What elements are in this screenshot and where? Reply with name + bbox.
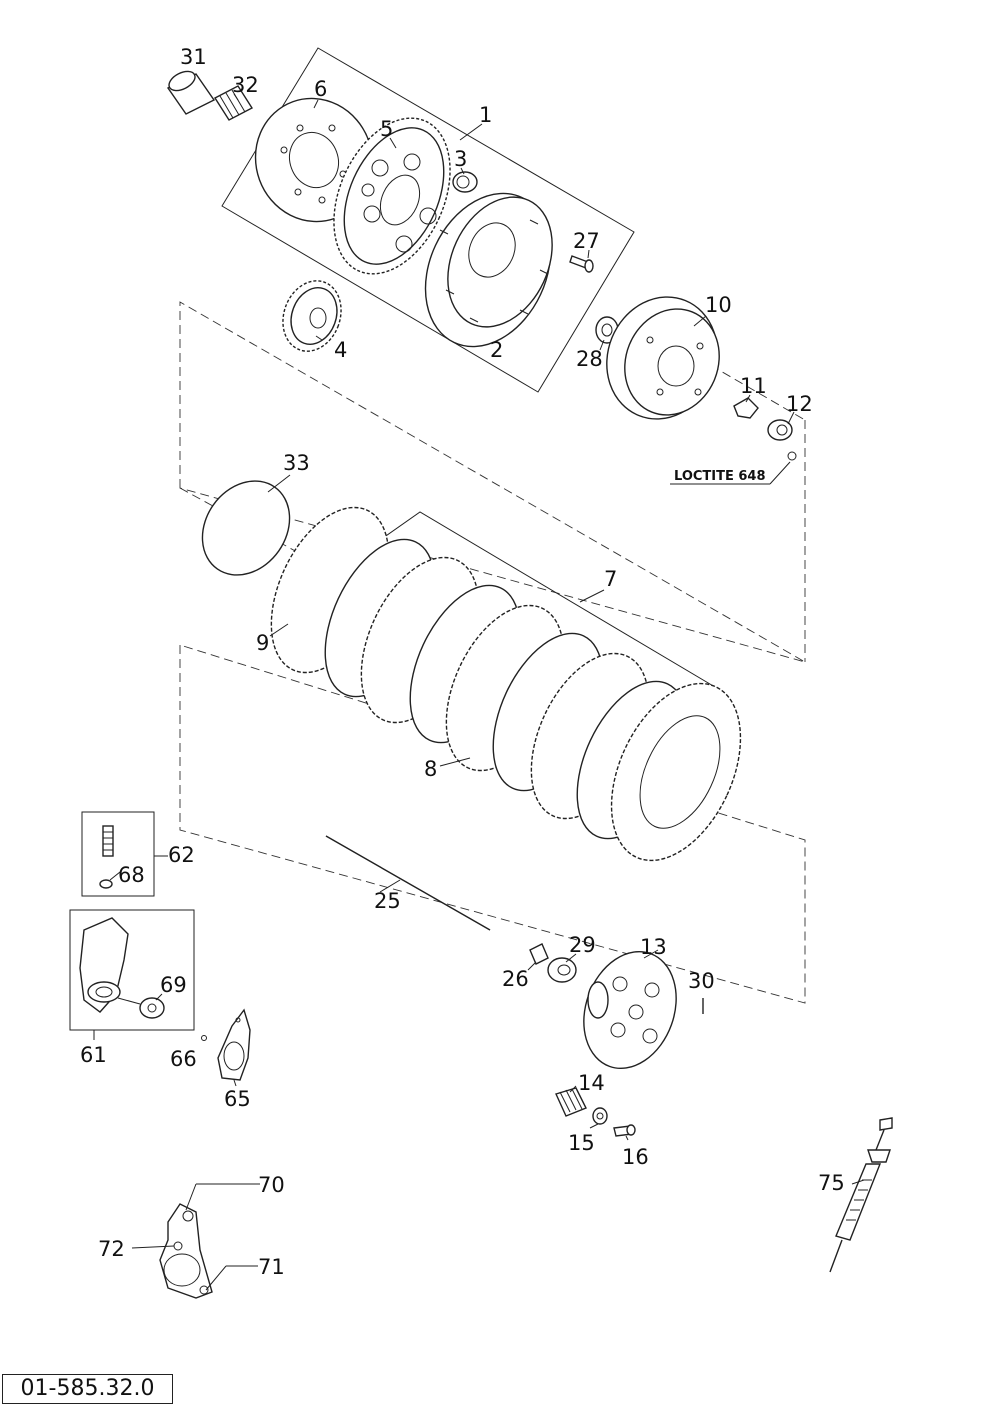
clutch-plate-stack (270, 506, 742, 862)
needle-bearing-32 (213, 85, 254, 121)
gasket-65 (217, 1008, 251, 1081)
inner-hub-10 (606, 296, 720, 420)
screw-16 (613, 1124, 636, 1137)
callout-4: 4 (334, 338, 347, 362)
callout-2: 2 (490, 338, 503, 362)
assembly-frame-lower (179, 644, 806, 1004)
piston-69 (139, 997, 165, 1019)
callout-12: 12 (786, 392, 813, 416)
nut-12 (767, 419, 797, 461)
callout-8: 8 (424, 757, 437, 781)
callout-28: 28 (576, 347, 603, 371)
callout-5: 5 (380, 117, 393, 141)
callout-75: 75 (818, 1171, 845, 1195)
callout-66: 66 (170, 1047, 197, 1071)
callout-1: 1 (479, 103, 492, 127)
callout-3: 3 (454, 147, 467, 171)
syringe-75 (829, 1117, 893, 1273)
callout-61: 61 (80, 1043, 107, 1067)
bearing-29 (547, 957, 577, 983)
spring-14 (555, 1087, 587, 1117)
assembly-frame-1 (221, 47, 635, 393)
bolt-27 (569, 255, 594, 273)
o-ring-68 (99, 879, 113, 889)
callout-69: 69 (160, 973, 187, 997)
callout-11: 11 (740, 374, 767, 398)
callout-25: 25 (374, 889, 401, 913)
primary-gear-5 (333, 117, 451, 275)
callout-72: 72 (98, 1237, 125, 1261)
callout-6: 6 (314, 77, 327, 101)
callout-62: 62 (168, 843, 195, 867)
callout-15: 15 (568, 1131, 595, 1155)
slave-cylinder-61 (79, 917, 141, 1013)
gasket-70-72 (159, 1203, 213, 1299)
callout-29: 29 (569, 933, 596, 957)
callout-33: 33 (283, 451, 310, 475)
callout-71: 71 (258, 1255, 285, 1279)
assembly-frame-clutch-pack (179, 301, 806, 663)
box-61 (69, 909, 195, 1031)
callout-70: 70 (258, 1173, 285, 1197)
callout-14: 14 (578, 1071, 605, 1095)
callout-13: 13 (640, 935, 667, 959)
lock-washer-11 (733, 397, 759, 419)
box-62 (81, 811, 155, 897)
bushing-31 (166, 70, 216, 115)
callout-7: 7 (604, 567, 617, 591)
o-ring-66 (201, 1035, 207, 1041)
callout-labels: 1 2 3 4 5 6 7 8 9 10 11 12 13 14 15 16 2… (80, 45, 845, 1279)
document-number-box: 01-585.32.0 (2, 1374, 173, 1404)
bleeder-valve-62 (102, 825, 114, 857)
callout-9: 9 (256, 631, 269, 655)
washer-15 (592, 1107, 608, 1125)
bushing-3 (452, 171, 478, 193)
callout-65: 65 (224, 1087, 251, 1111)
leader-lines (93, 93, 865, 1291)
callout-31: 31 (180, 45, 207, 69)
loctite-note: LOCTITE 648 (674, 469, 766, 484)
callout-26: 26 (502, 967, 529, 991)
callout-27: 27 (573, 229, 600, 253)
push-rod-25 (325, 835, 491, 931)
callout-16: 16 (622, 1145, 649, 1169)
push-piece-26 (529, 943, 549, 965)
callout-10: 10 (705, 293, 732, 317)
callout-68: 68 (118, 863, 145, 887)
callout-32: 32 (232, 73, 259, 97)
pressure-cap-13 (583, 950, 677, 1070)
document-number: 01-585.32.0 (20, 1376, 155, 1401)
callout-30: 30 (688, 969, 715, 993)
clutch-basket-2 (424, 192, 553, 348)
drive-gear-4 (282, 280, 342, 352)
